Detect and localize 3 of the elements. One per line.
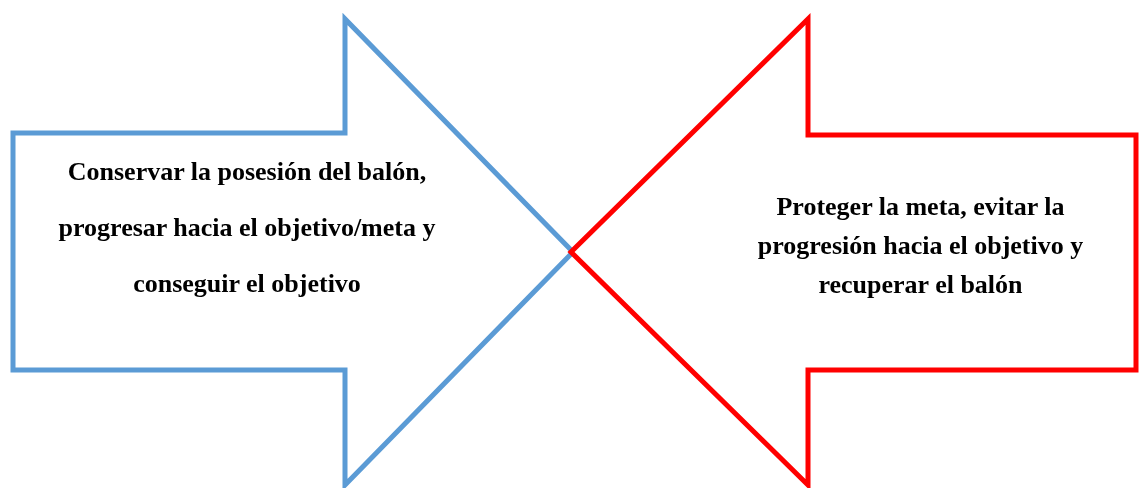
arrow-text: Proteger la meta, evitar la progresión hacia el objetivo y recuperar el balón	[756, 191, 1085, 301]
arrow-text: Conservar la posesión del balón, progresar hacia el objetivo/meta y conseguir el objetivo	[57, 156, 437, 300]
block-arrow	[568, 16, 1139, 488]
